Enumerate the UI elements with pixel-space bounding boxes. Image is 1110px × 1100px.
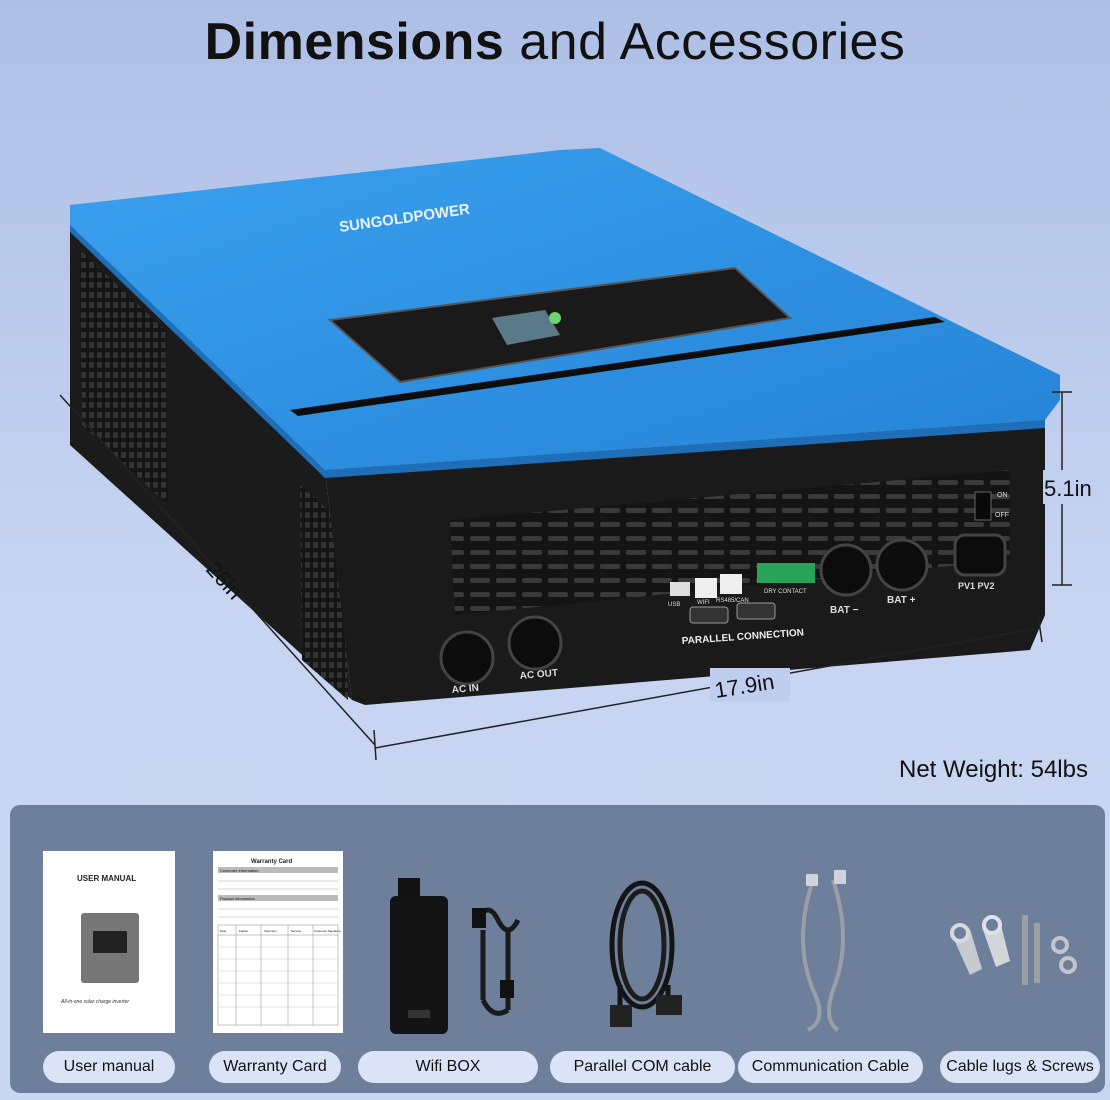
parallel-cable-image (609, 880, 682, 1027)
accessories-panel: USER MANUAL All-in-one solar charge inve… (10, 805, 1105, 1093)
ac-in-label: AC IN (451, 683, 479, 696)
accessory-label: User manual (43, 1051, 175, 1083)
usb-port (670, 582, 690, 596)
accessory-user-manual: USER MANUAL All-in-one solar charge inve… (43, 805, 178, 1093)
accessory-label: Cable lugs & Screws (940, 1051, 1100, 1083)
dry-contact-label: DRY CONTACT (764, 589, 807, 595)
ac-out-port (507, 615, 563, 671)
ac-in-port (439, 630, 495, 686)
manual-subtitle: All-in-one solar charge inverter (60, 999, 129, 1005)
dry-contact-terminal (757, 563, 815, 583)
bat-neg-port (819, 543, 873, 597)
warranty-col: Date (220, 929, 227, 933)
rs485-port (720, 574, 742, 594)
bat-pos-port (875, 538, 929, 592)
accessory-wifi-box: Wifi BOX (358, 805, 538, 1093)
warranty-col: Customer Signature (314, 929, 341, 933)
lcd-panel (327, 266, 793, 384)
ac-out-label: AC OUT (519, 668, 558, 682)
manual-image: USER MANUAL All-in-one solar charge inve… (43, 851, 175, 1033)
wifi-port (695, 578, 717, 598)
page-title: Dimensions and Accessories (0, 12, 1110, 72)
title-bold: Dimensions (204, 13, 505, 71)
title-light: and Accessories (519, 13, 906, 71)
bat-pos-label: BAT + (887, 595, 916, 606)
accessory-label: Parallel COM cable (550, 1051, 735, 1083)
on-label: ON (997, 492, 1008, 499)
pv-port (953, 533, 1007, 577)
warranty-section2: Product Information (220, 896, 255, 901)
warranty-col: Service (291, 929, 301, 933)
rs485-label: RS485/CAN (716, 598, 749, 604)
net-weight: Net Weight: 54lbs (899, 756, 1088, 783)
wifi-label: WIFI (697, 600, 710, 606)
bat-neg-label: BAT − (830, 605, 859, 616)
accessory-communication-cable: Communication Cable (738, 805, 923, 1093)
dim-height: 5.1in (1044, 476, 1092, 501)
accessory-cable-lugs-screws: Cable lugs & Screws (940, 805, 1100, 1093)
accessory-label: Wifi BOX (358, 1051, 538, 1083)
warranty-col: Failure (239, 929, 249, 933)
warranty-image: Warranty Card Customer Information Produ… (213, 851, 343, 1033)
power-switch (974, 491, 992, 521)
off-label: OFF (995, 512, 1009, 519)
accessory-label: Warranty Card (209, 1051, 341, 1083)
wifi-box-image (390, 878, 521, 1034)
accessory-warranty-card: Warranty Card Customer Information Produ… (203, 805, 343, 1093)
warranty-col: Summary (264, 929, 277, 933)
comm-cable-image (801, 870, 846, 1032)
lugs-image (950, 915, 1077, 985)
accessory-parallel-com-cable: Parallel COM cable (550, 805, 735, 1093)
warranty-heading: Warranty Card (251, 859, 292, 865)
pv-label: PV1 PV2 (958, 581, 995, 591)
manual-heading: USER MANUAL (77, 874, 136, 883)
usb-label: USB (668, 602, 680, 608)
warranty-section1: Customer Information (220, 868, 258, 873)
inverter-illustration: SUNGOLDPOWER AC IN AC OUT USB WIFI RS485… (59, 148, 1103, 761)
accessory-label: Communication Cable (738, 1051, 923, 1083)
